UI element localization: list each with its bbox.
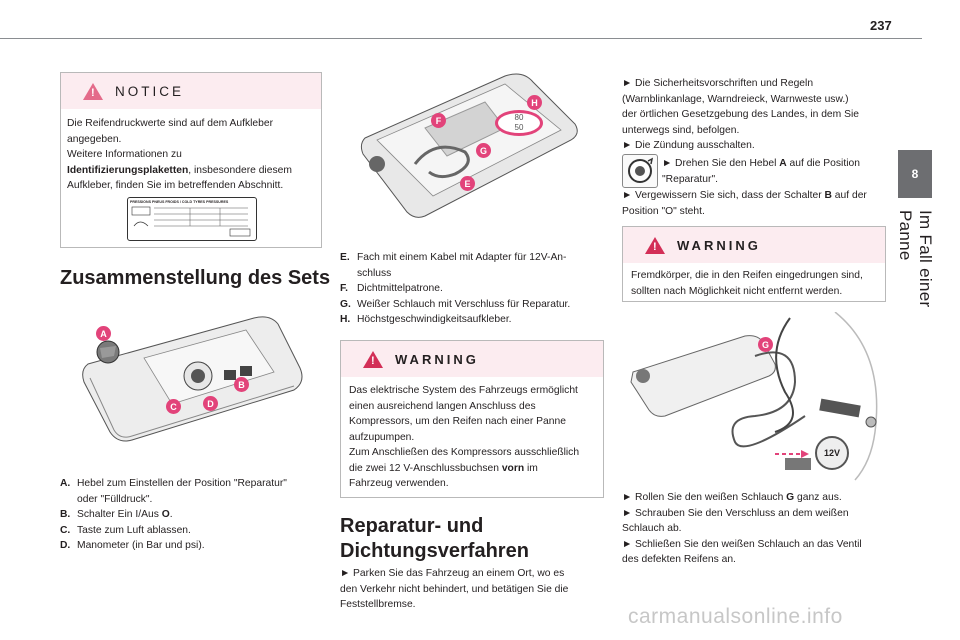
park-instruction: ► Parken Sie das Fahrzeug an einem Ort, …	[340, 568, 569, 610]
set-items-list: A.Hebel zum Einstellen der Position "Rep…	[60, 476, 322, 554]
case-illustration: 80 50 E F G H	[355, 68, 585, 228]
callout-h: H	[527, 95, 542, 110]
list-item: B.Schalter Ein I/Aus O.	[60, 509, 173, 520]
chapter-tab[interactable]: 8	[898, 150, 932, 198]
warning-line: Kompressors, um den Reifen nach einer Pa…	[349, 416, 566, 427]
label-heading: PRESSIONS PNEUS FROIDS / COLD TYRES PRES…	[130, 200, 229, 204]
callout-f: F	[431, 113, 446, 128]
list-item: C.Taste zum Luft ablassen.	[60, 524, 191, 536]
notice-line: angegeben.	[67, 133, 122, 145]
notice-line: Identifizierungsplaketten, insbesondere …	[67, 164, 292, 176]
case-drawing	[360, 73, 578, 218]
notice-title: NOTICE	[115, 83, 185, 99]
warning-line: Fahrzeug verwenden.	[349, 478, 449, 489]
list-item: F.Dichtmittelpatrone.	[340, 283, 443, 294]
warning-header: ! WARNING	[623, 227, 885, 263]
chapter-title: Im Fall einer Panne	[896, 210, 935, 308]
tyre-pressure-label-image: PRESSIONS PNEUS FROIDS / COLD TYRES PRES…	[127, 197, 257, 241]
warning-box-foreign-objects: ! WARNING Fremdkörper, die in den Reifen…	[622, 226, 886, 302]
notice-line: Weitere Informationen zu	[67, 149, 182, 160]
warning-title: WARNING	[395, 351, 479, 367]
warning-triangle-icon: !	[363, 350, 383, 368]
compressor-illustration: A B C D	[74, 312, 314, 457]
switch-instruction: ► Vergewissern Sie sich, dass der Schalt…	[622, 190, 867, 217]
warning-line: die zwei 12 V-Anschlussbuchsen vorn im	[349, 462, 538, 474]
callout-d: D	[203, 396, 218, 411]
warning-title: WARNING	[677, 237, 761, 253]
warning-triangle-icon: !	[645, 236, 665, 254]
callout-g-hose: G	[758, 337, 773, 352]
notice-box: ! NOTICE Die Reifendruckwerte sind auf d…	[60, 72, 322, 248]
sticker-value: 80	[514, 113, 524, 122]
notice-bold-term: Identifizierungsplaketten	[67, 164, 189, 176]
hose-instructions: ► Rollen Sie den weißen Schlauch G ganz …	[622, 492, 862, 565]
lever-instruction: ► Drehen Sie den Hebel A auf die Positio…	[662, 158, 860, 185]
callout-e: E	[460, 176, 475, 191]
safety-instructions: ► Die Sicherheitsvorschriften und Regeln…	[622, 78, 859, 151]
list-item: schluss	[357, 267, 392, 279]
callout-c: C	[166, 399, 181, 414]
list-item: E.Fach mit einem Kabel mit Adapter für 1…	[340, 252, 567, 263]
set-heading: Zusammenstellung des Sets	[60, 267, 331, 289]
socket-label: 12V	[823, 448, 840, 458]
12v-socket: 12V	[815, 436, 849, 470]
lever-icon	[622, 154, 658, 188]
warning-line: aufzupumpen.	[349, 431, 415, 443]
hose-illustration: G 12V	[625, 311, 890, 482]
case-items-list: E.Fach mit einem Kabel mit Adapter für 1…	[340, 250, 605, 328]
compressor-drawing	[82, 316, 303, 442]
repair-heading: Reparatur- und Dichtungsverfahren	[340, 515, 529, 562]
warning-box-electrical: ! WARNING Das elektrische System des Fah…	[340, 340, 604, 498]
list-item: oder "Fülldruck".	[77, 493, 153, 505]
list-item: G.Weißer Schlauch mit Verschluss für Rep…	[340, 298, 571, 310]
callout-a: A	[96, 326, 111, 341]
warning-line: Das elektrische System des Fahrzeugs erm…	[349, 385, 578, 396]
notice-line: Die Reifendruckwerte sind auf dem Aufkle…	[67, 118, 274, 129]
label-table-graphic	[131, 206, 251, 237]
warning-line: Zum Anschließen des Kompressors ausschli…	[349, 447, 580, 458]
header-rule	[0, 38, 922, 39]
warning-triangle-icon: !	[83, 82, 103, 100]
notice-header: ! NOTICE	[61, 73, 321, 109]
warning-header: ! WARNING	[341, 341, 603, 377]
page-number: 237	[870, 18, 892, 33]
notice-line: Aufkleber, finden Sie im betreffenden Ab…	[67, 180, 284, 191]
list-item: D.Manometer (in Bar und psi).	[60, 540, 205, 551]
speed-sticker: 80 50	[495, 110, 543, 136]
sticker-value: 50	[514, 123, 524, 132]
watermark: carmanualsonline.info	[628, 605, 843, 628]
warning-line: einen ausreichend langen Anschluss des	[349, 400, 536, 412]
callout-b: B	[234, 377, 249, 392]
hose-drawing	[630, 311, 878, 481]
lever-dial-icon	[628, 157, 654, 183]
list-item: H.Höchstgeschwindigkeitsaufkleber.	[340, 314, 512, 325]
list-item: A.Hebel zum Einstellen der Position "Rep…	[60, 478, 287, 489]
callout-g: G	[476, 143, 491, 158]
